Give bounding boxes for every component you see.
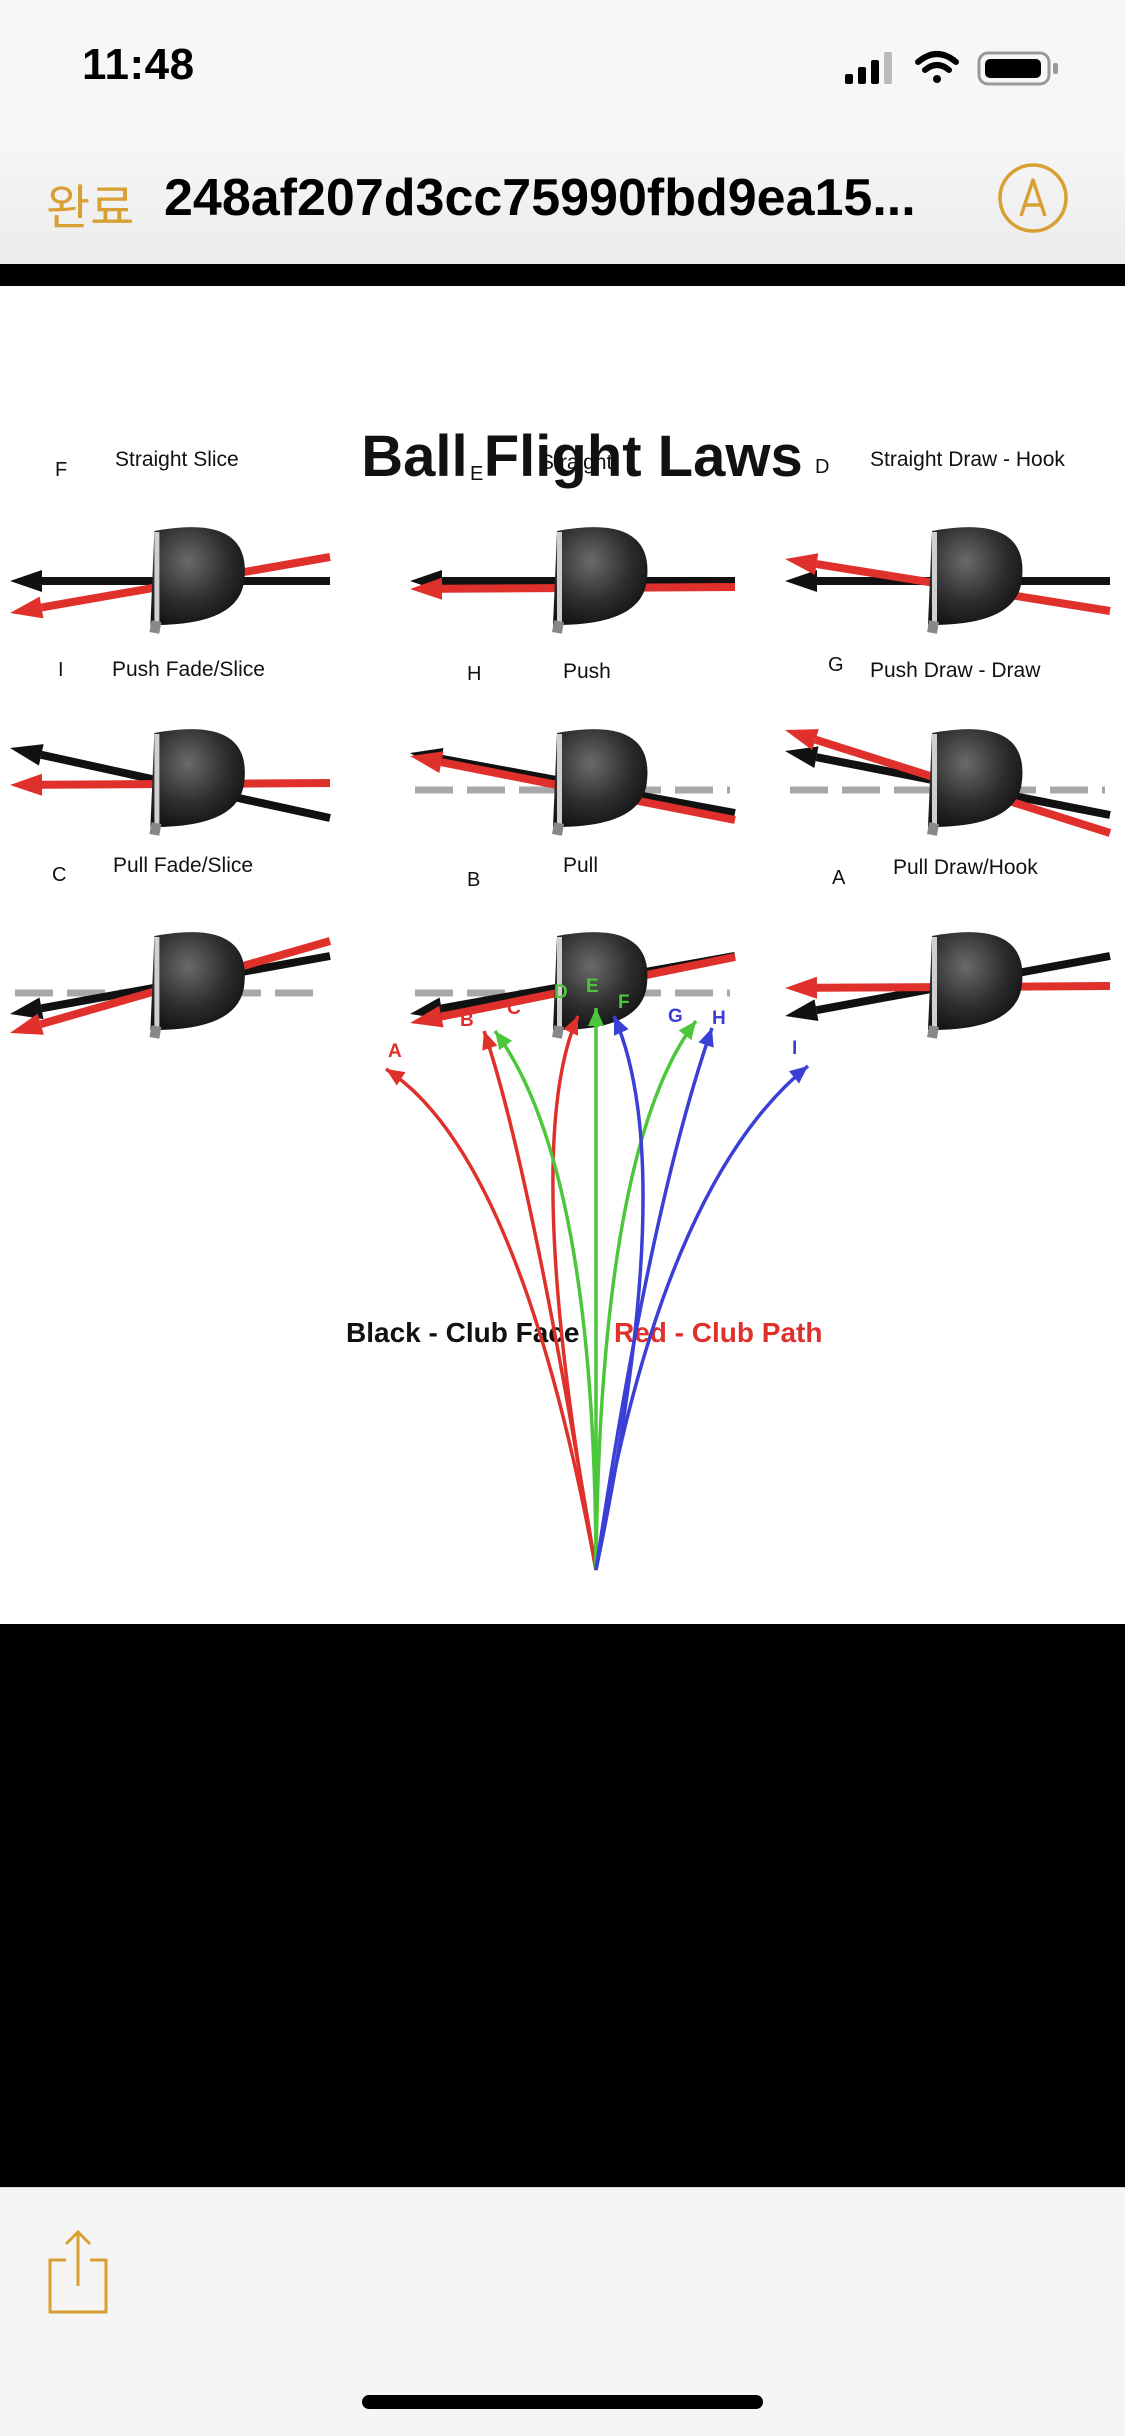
panel-letter: G bbox=[828, 654, 844, 676]
trajectory-label: A bbox=[388, 1041, 402, 1062]
status-time: 11:48 bbox=[82, 40, 195, 89]
panel-label: Push Fade/Slice bbox=[112, 658, 265, 681]
legend-red: Red - Club Path bbox=[614, 1317, 822, 1348]
panel-i: I Push Fade/Slice bbox=[10, 658, 331, 836]
panel-label: Pull Draw/Hook bbox=[893, 856, 1038, 879]
driver-head bbox=[927, 527, 1023, 634]
panel-letter: E bbox=[470, 463, 483, 485]
diagram-title: Ball Flight Laws bbox=[361, 424, 803, 489]
panel-g: G Push Draw - Draw bbox=[785, 654, 1112, 837]
panel-e: E Straight bbox=[410, 451, 736, 634]
trajectory-i: I bbox=[594, 1038, 810, 1571]
panel-letter: H bbox=[467, 663, 481, 685]
driver-head bbox=[927, 932, 1023, 1039]
trajectory-arrowhead bbox=[563, 1016, 578, 1036]
share-icon[interactable] bbox=[42, 2228, 114, 2316]
panel-letter: B bbox=[467, 869, 480, 891]
panel-label: Straight Slice bbox=[115, 448, 239, 471]
panel-letter: I bbox=[58, 659, 64, 681]
trajectory-label: B bbox=[460, 1010, 474, 1031]
trajectory-label: E bbox=[586, 976, 599, 997]
markup-pen-icon[interactable] bbox=[997, 162, 1069, 234]
panel-d: D Straight Draw - Hook bbox=[785, 448, 1111, 634]
driver-head bbox=[149, 932, 245, 1039]
cellular-signal-icon bbox=[845, 52, 892, 84]
panel-letter: F bbox=[55, 459, 67, 481]
trajectory-arrowhead bbox=[613, 1016, 629, 1036]
done-button[interactable]: 완료 bbox=[46, 182, 135, 235]
panel-b: B Pull bbox=[410, 854, 736, 1039]
home-indicator bbox=[362, 2395, 763, 2409]
panel-letter: C bbox=[52, 864, 66, 886]
panel-letter: A bbox=[832, 867, 846, 889]
trajectory-b: B bbox=[460, 1010, 598, 1571]
driver-head bbox=[927, 729, 1023, 836]
panel-label: Straight bbox=[540, 451, 613, 474]
trajectory-label: G bbox=[668, 1006, 683, 1027]
nav-bar: 완료 248af207d3cc75990fbd9ea15... bbox=[0, 132, 1125, 265]
panel-letter: D bbox=[815, 456, 829, 478]
panel-a: A Pull Draw/Hook bbox=[785, 856, 1111, 1039]
trajectory-arrowhead bbox=[788, 1066, 808, 1084]
document-title: 248af207d3cc75990fbd9ea15... bbox=[164, 169, 916, 227]
trajectory-label: H bbox=[712, 1008, 726, 1029]
trajectory-d: D bbox=[493, 982, 598, 1571]
trajectory-label: D bbox=[554, 982, 568, 1003]
trajectory-f: F bbox=[594, 992, 698, 1571]
trajectory-c: C bbox=[507, 998, 598, 1571]
trajectory-h: H bbox=[594, 1008, 726, 1571]
driver-head bbox=[552, 527, 648, 634]
panel-label: Push Draw - Draw bbox=[870, 659, 1041, 682]
trajectory-arrowhead bbox=[482, 1031, 498, 1051]
trajectory-arrowhead bbox=[588, 1008, 604, 1026]
trajectory-label: C bbox=[507, 998, 521, 1019]
driver-head bbox=[149, 729, 245, 836]
panel-label: Push bbox=[563, 660, 611, 683]
panel-f: F Straight Slice bbox=[10, 448, 331, 634]
driver-head bbox=[552, 932, 648, 1039]
trajectory-arrowhead bbox=[698, 1028, 714, 1048]
status-bar: 11:48 bbox=[0, 0, 1125, 132]
battery-icon bbox=[977, 51, 1058, 86]
wifi-icon bbox=[915, 51, 959, 83]
driver-head bbox=[149, 527, 245, 634]
trajectory-e: E bbox=[586, 976, 604, 1571]
panel-label: Pull Fade/Slice bbox=[113, 854, 253, 877]
trajectory-arrowhead bbox=[495, 1031, 513, 1051]
trajectory-arrowhead bbox=[386, 1069, 406, 1086]
trajectory-label: I bbox=[792, 1038, 797, 1059]
status-icons bbox=[845, 51, 1058, 86]
panel-h: H Push bbox=[410, 660, 736, 836]
panel-label: Straight Draw - Hook bbox=[870, 448, 1065, 471]
trajectory-label: F bbox=[618, 992, 630, 1013]
panel-label: Pull bbox=[563, 854, 598, 877]
driver-head bbox=[552, 729, 648, 836]
bottom-toolbar bbox=[0, 2187, 1125, 2436]
trajectory-arrowhead bbox=[678, 1021, 696, 1041]
panel-c: C Pull Fade/Slice bbox=[10, 854, 332, 1039]
trajectory-a: A bbox=[385, 1041, 598, 1571]
